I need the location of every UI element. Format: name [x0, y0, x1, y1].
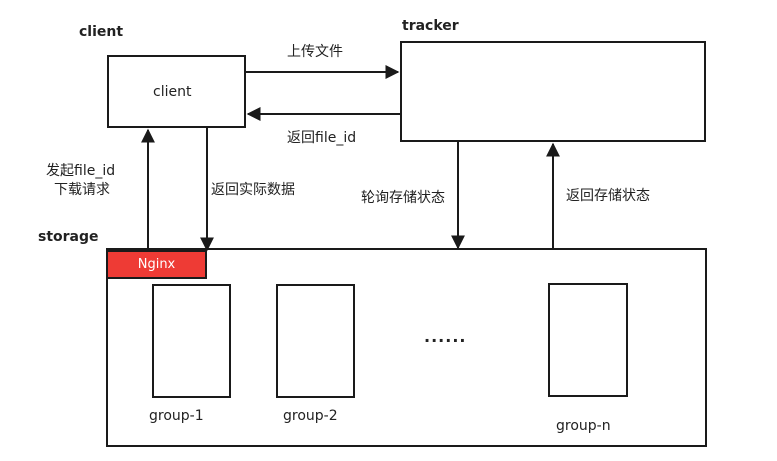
group-1-label: group-1: [149, 408, 204, 424]
return-data-label: 返回实际数据: [211, 182, 295, 198]
client-box: [107, 55, 246, 128]
request-label-line1: 发起file_id: [46, 163, 116, 179]
group-1-box: [152, 284, 231, 398]
tracker-section-title: tracker: [402, 18, 459, 34]
group-2-box: [276, 284, 355, 398]
group-n-label: group-n: [556, 418, 611, 434]
upload-label: 上传文件: [287, 44, 343, 60]
group-2-label: group-2: [283, 408, 338, 424]
client-section-title: client: [79, 24, 124, 40]
request-label-line2: 下载请求: [54, 182, 110, 198]
return-file-id-label: 返回file_id: [287, 130, 357, 146]
nginx-badge: Nginx: [106, 250, 207, 279]
client-box-label: client: [153, 84, 192, 100]
storage-section-title: storage: [38, 229, 99, 245]
poll-status-label: 轮询存储状态: [361, 190, 445, 206]
return-status-label: 返回存储状态: [566, 188, 650, 204]
group-n-box: [548, 283, 628, 397]
groups-ellipsis: ......: [424, 327, 467, 346]
tracker-box: [400, 41, 706, 142]
